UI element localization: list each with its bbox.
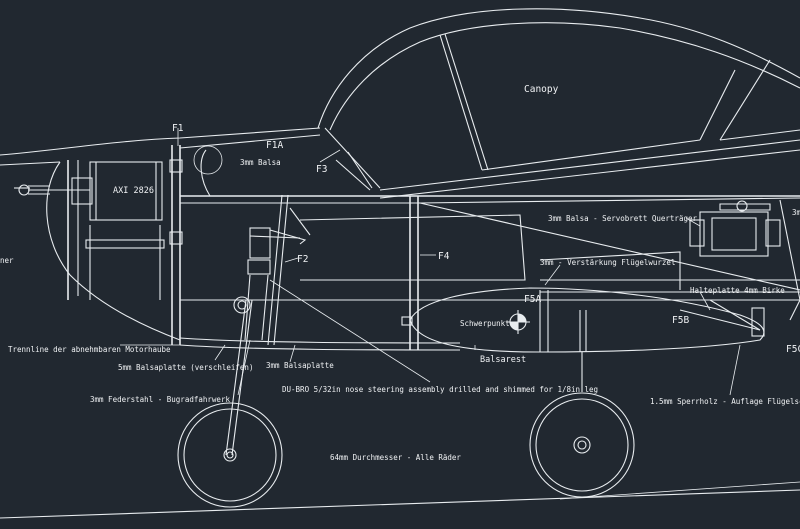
label-balsaplatte-3mm: 3mm Balsaplatte <box>266 361 334 370</box>
wing-airfoil <box>401 287 765 353</box>
label-f3: F3 <box>316 164 327 175</box>
fuselage-top-deck <box>0 127 800 204</box>
label-balsarest: Balsarest <box>480 355 526 365</box>
label-f1a: F1A <box>266 140 283 151</box>
label-canopy: Canopy <box>524 84 559 95</box>
label-wing-root: 3mm - Verstärkung Flügelwurzel <box>540 258 675 267</box>
label-balsaplatte-5mm: 5mm Balsaplatte (verschleifen) <box>118 363 253 372</box>
fuselage-structure <box>179 194 800 351</box>
label-f5b: F5B <box>672 315 689 326</box>
label-servo-tray: 3mm Balsa - Servobrett Querträger <box>548 214 697 223</box>
label-federstahl: 3mm Federstahl - Bugradfahrwerk <box>90 395 230 404</box>
label-f4: F4 <box>438 251 450 262</box>
label-sperrholz: 1.5mm Sperrholz - Auflage Flügelschale <box>650 397 800 406</box>
label-f5a: F5A <box>524 294 541 305</box>
label-f2: F2 <box>297 254 308 265</box>
label-left-cut: ner <box>0 256 14 265</box>
label-3mm-balsa: 3mm Balsa <box>240 158 281 167</box>
label-du-bro: DU-BRO 5/32in nose steering assembly dri… <box>282 385 598 394</box>
leader-lines <box>120 128 741 396</box>
servo-assembly <box>689 199 800 321</box>
label-durchmesser: 64mm Durchmesser - Alle Räder <box>330 453 461 462</box>
nose-landing-gear <box>225 296 253 456</box>
nose-motor-section <box>14 145 183 345</box>
label-schwerpunkt: Schwerpunkt <box>460 319 510 328</box>
label-halteplatte: Halteplatte 4mm Birke <box>690 286 785 295</box>
label-motor: AXI 2826 <box>113 186 154 196</box>
front-wheel <box>177 402 283 508</box>
ground-line <box>0 481 800 519</box>
center-of-gravity-symbol <box>506 310 530 334</box>
label-right-cut: 3m <box>792 208 800 217</box>
label-trennlinie: Trennline der abnehmbaren Motorhaube <box>8 345 171 354</box>
canopy-outline <box>317 8 800 199</box>
main-wheel <box>529 352 635 498</box>
label-f5c-cut: F5C <box>786 344 800 355</box>
label-f1: F1 <box>172 123 184 134</box>
